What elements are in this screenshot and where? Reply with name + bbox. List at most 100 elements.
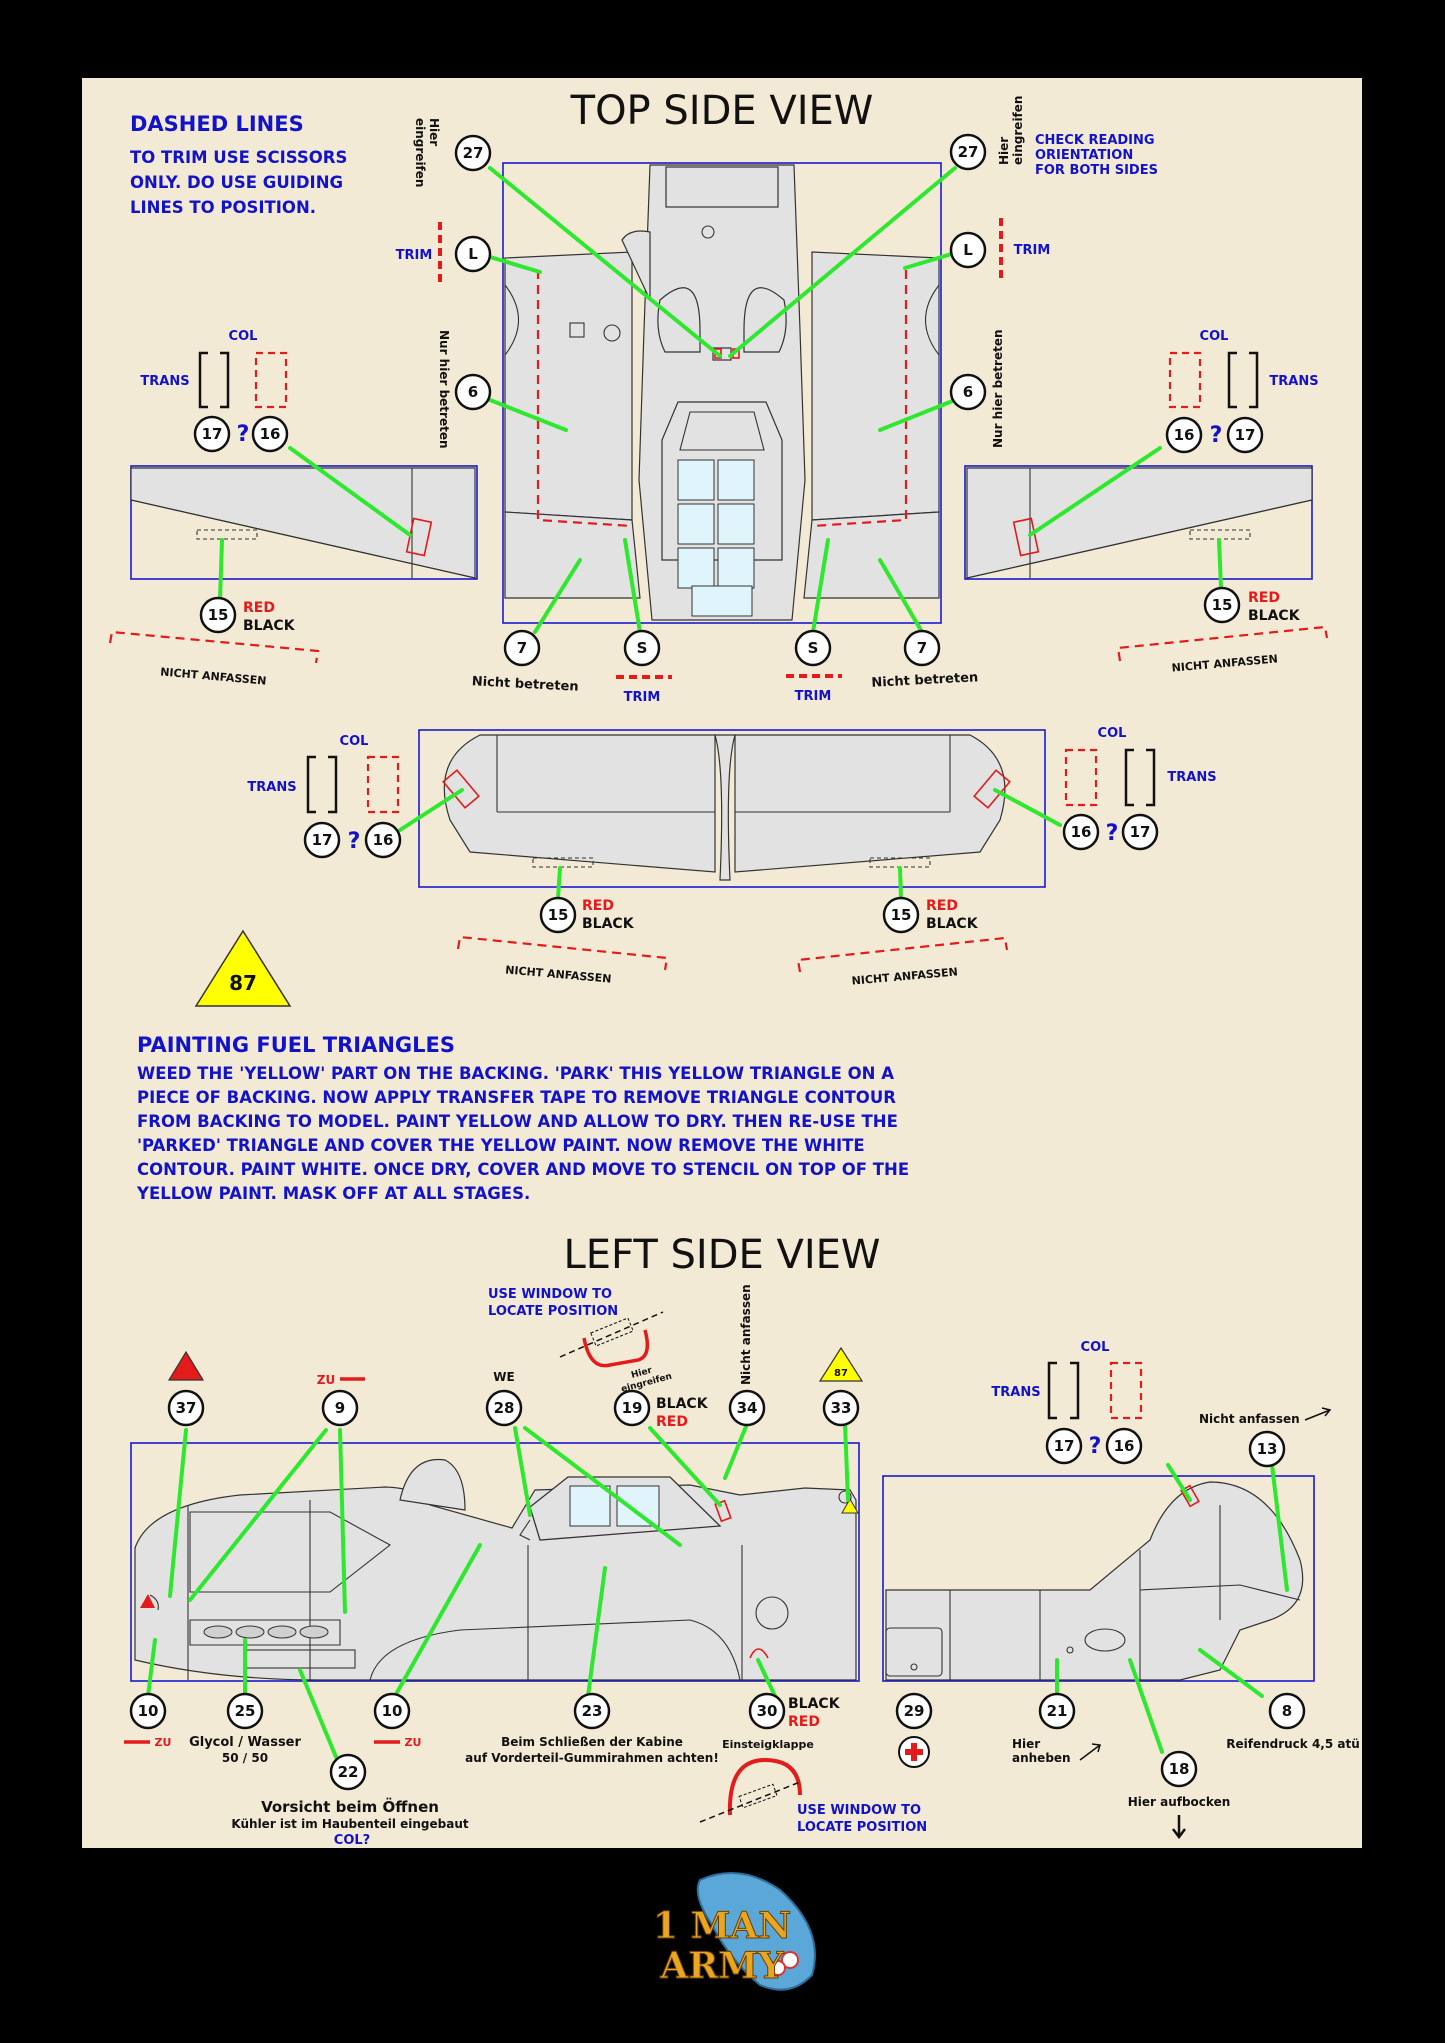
svg-text:17: 17: [202, 425, 223, 443]
svg-text:PIECE OF BACKING. NOW APPLY TR: PIECE OF BACKING. NOW APPLY TRANSFER TAP…: [137, 1088, 896, 1107]
svg-text:COL: COL: [1098, 726, 1127, 741]
svg-text:DASHED LINES: DASHED LINES: [130, 112, 304, 136]
svg-text:13: 13: [1257, 1440, 1278, 1458]
col-trans-group-tail: COL TRANS: [991, 1340, 1143, 1420]
svg-text:17: 17: [312, 831, 333, 849]
svg-text:37: 37: [176, 1399, 197, 1417]
svg-text:22: 22: [338, 1763, 359, 1781]
marker-15-mid-left: 15: [539, 896, 577, 934]
svg-text:15: 15: [208, 606, 229, 624]
marker-6-right: 6: [949, 373, 987, 411]
svg-text:TO TRIM USE SCISSORS: TO TRIM USE SCISSORS: [130, 148, 347, 167]
marker-34: 34: [728, 1389, 766, 1427]
hier-eingreifen-left: Hier: [427, 118, 441, 146]
brand-logo: 1 MAN ARMY: [652, 1871, 816, 1991]
marker-17-top-right: 17: [1226, 416, 1264, 454]
dashed-lines-instructions: DASHED LINES TO TRIM USE SCISSORS ONLY. …: [130, 112, 347, 217]
marker-17-mid-left: 17: [303, 821, 341, 859]
svg-text:YELLOW PAINT. MASK OFF AT ALL: YELLOW PAINT. MASK OFF AT ALL STAGES.: [136, 1184, 530, 1203]
trim-markers: TRIM TRIM TRIM TRIM: [396, 218, 1050, 705]
svg-text:WEED THE 'YELLOW' PART ON THE: WEED THE 'YELLOW' PART ON THE BACKING. '…: [137, 1064, 894, 1083]
svg-text:23: 23: [582, 1702, 603, 1720]
svg-text:16: 16: [1071, 823, 1092, 841]
svg-text:CHECK READING: CHECK READING: [1035, 133, 1155, 148]
svg-text:COL: COL: [1200, 329, 1229, 344]
marker-21: 21: [1038, 1692, 1076, 1730]
svg-text:6: 6: [963, 383, 973, 401]
marker-33: 33: [822, 1389, 860, 1427]
svg-text:FROM BACKING TO MODEL. PAINT Y: FROM BACKING TO MODEL. PAINT YELLOW AND …: [137, 1112, 898, 1131]
svg-text:27: 27: [958, 143, 979, 161]
leader-lines: [146, 166, 1289, 1759]
svg-text:FOR BOTH SIDES: FOR BOTH SIDES: [1035, 163, 1158, 178]
svg-text:S: S: [808, 639, 819, 657]
svg-text:COL: COL: [229, 329, 258, 344]
top-view-fuselage: [502, 162, 942, 624]
nicht-betreten-left: Nicht betreten: [471, 674, 579, 695]
marker-L-left: L: [454, 235, 492, 273]
marker-27-left: 27: [454, 134, 492, 172]
hier-eingreifen-right: Hier: [997, 137, 1011, 165]
hier-eingreifen-left-2: eingreifen: [413, 118, 427, 187]
red-triangle-icon: [167, 1350, 205, 1381]
glycol-label: Glycol / Wasser: [189, 1735, 301, 1750]
down-arrow-icon: [1172, 1815, 1186, 1840]
fuel-triangle-small: 87: [818, 1346, 864, 1382]
svg-text:16: 16: [373, 831, 394, 849]
svg-text:LOCATE POSITION: LOCATE POSITION: [488, 1304, 618, 1319]
svg-text:34: 34: [737, 1399, 758, 1417]
red-label: RED: [926, 898, 958, 914]
marker-27-right: 27: [949, 133, 987, 171]
svg-text:30: 30: [757, 1702, 778, 1720]
middle-wing-view: [418, 729, 1046, 888]
left-view-tail: [882, 1475, 1315, 1682]
svg-text:27: 27: [463, 144, 484, 162]
arrow-icon: [1079, 1743, 1101, 1761]
marker-17-mid-right: 17: [1121, 813, 1159, 851]
svg-text:TRANS: TRANS: [140, 374, 189, 389]
top-view-title: TOP SIDE VIEW: [570, 88, 874, 134]
svg-text:19: 19: [622, 1399, 643, 1417]
marker-23: 23: [573, 1692, 611, 1730]
svg-text:L: L: [963, 241, 973, 259]
black-label: BLACK: [1248, 608, 1301, 624]
col-trans-group-top-right: COL TRANS: [1168, 329, 1319, 409]
col-trans-group-middle-left: COL TRANS: [247, 734, 400, 814]
svg-text:16: 16: [1174, 426, 1195, 444]
use-window-note-top: USE WINDOW TO LOCATE POSITION Hier eingr…: [488, 1287, 673, 1395]
we-label: WE: [493, 1370, 514, 1384]
svg-text:USE WINDOW TO: USE WINDOW TO: [797, 1803, 921, 1818]
svg-text:15: 15: [548, 906, 569, 924]
red-cross-icon: [898, 1736, 930, 1768]
svg-text:29: 29: [904, 1702, 925, 1720]
marker-37: 37: [167, 1389, 205, 1427]
red-label: RED: [1248, 590, 1280, 606]
red-label: RED: [788, 1714, 820, 1730]
hier-anheben-label-1: Hier: [1012, 1737, 1040, 1751]
svg-text:USE WINDOW TO: USE WINDOW TO: [488, 1287, 612, 1302]
marker-15-top-left: 15: [199, 596, 237, 634]
svg-text:7: 7: [517, 639, 527, 657]
svg-text:LINES TO POSITION.: LINES TO POSITION.: [130, 198, 316, 217]
kuehler-label: Kühler ist im Haubenteil eingebaut: [231, 1817, 468, 1831]
svg-text:TRANS: TRANS: [991, 1385, 1040, 1400]
nicht-anfassen-vertical: Nicht anfassen: [739, 1284, 753, 1385]
zu-label: ZU: [155, 1736, 172, 1749]
marker-25: 25: [226, 1692, 264, 1730]
svg-text:17: 17: [1235, 426, 1256, 444]
svg-text:33: 33: [831, 1399, 852, 1417]
svg-text:TRANS: TRANS: [1269, 374, 1318, 389]
marker-17-top-left: 17: [193, 415, 231, 453]
marker-28: 28: [485, 1389, 523, 1427]
marker-S-right: S: [794, 629, 832, 667]
nur-hier-betreten-left: Nur hier betreten: [437, 330, 451, 449]
marker-18: 18: [1160, 1750, 1198, 1788]
svg-text:17: 17: [1130, 823, 1151, 841]
svg-text:87: 87: [229, 971, 257, 995]
einsteig-label: Einsteigklappe: [722, 1738, 814, 1751]
svg-text:17: 17: [1054, 1437, 1075, 1455]
glycol-ratio-label: 50 / 50: [222, 1751, 268, 1765]
zu-label: ZU: [317, 1373, 335, 1387]
marker-7-right: 7: [903, 629, 941, 667]
svg-text:25: 25: [235, 1702, 256, 1720]
